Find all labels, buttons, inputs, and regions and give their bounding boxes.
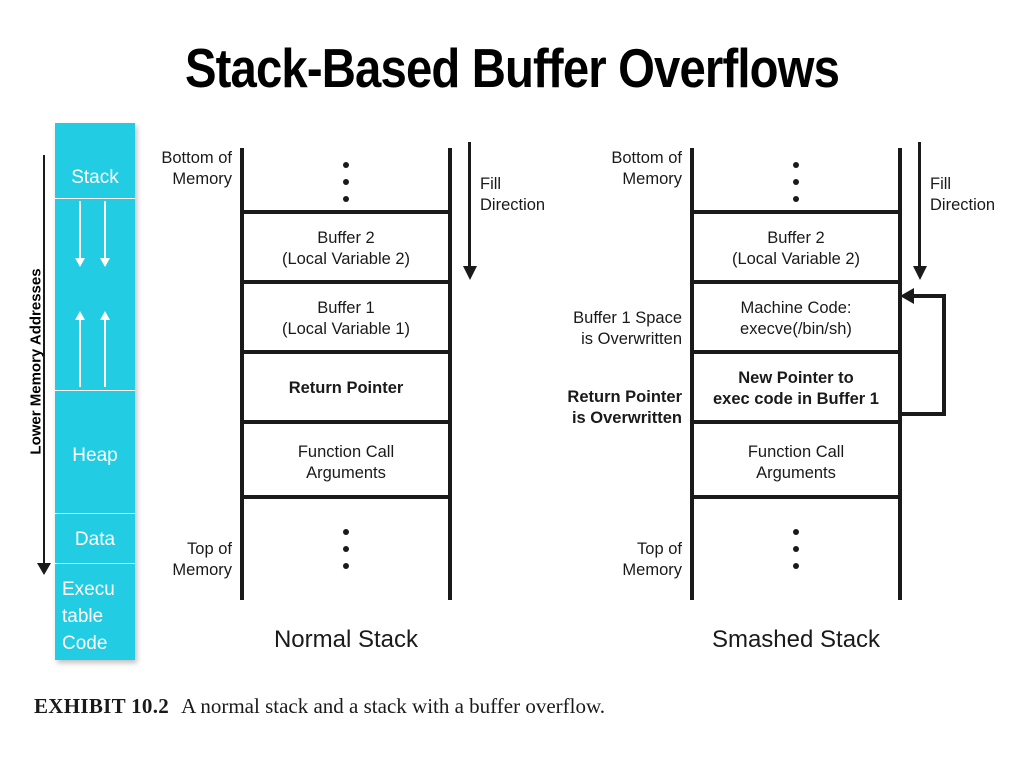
smashed-stack-caption: Smashed Stack [711,626,881,653]
buffer-overwritten-note: Buffer 1 Space is Overwritten [538,308,682,350]
memory-segment-executable-code: Execu table Code [55,563,135,660]
label-line2: Direction [930,196,996,214]
axis-line [43,155,45,567]
row-label-line2: Arguments [756,464,836,482]
memory-segment-label: Data [74,529,116,550]
label-line2: Memory [622,561,682,579]
row-label-line2: execve(/bin/sh) [740,320,852,338]
label-line1: Fill [930,175,952,193]
memory-segment-growth-arrows [55,198,135,390]
label-line2: is Overwritten [571,409,682,427]
label-line1: Return Pointer [567,388,682,406]
fill-direction-label: Fill Direction [930,174,995,216]
row-label-line1: Function Call [297,443,395,461]
label-line1: Bottom of [611,149,682,167]
label-line1: Top of [637,540,682,558]
row-label-line2: (Local Variable 2) [281,250,411,268]
label-line1: Top of [187,540,232,558]
stack-row-buffer-2: Buffer 2 (Local Variable 2) [690,210,902,280]
vertical-ellipsis-icon [240,529,452,580]
memory-segment-label-line3: Code [62,633,108,654]
row-label-line1: Buffer 2 [767,229,825,247]
memory-layout-bar: Stack Heap Data Execu table Code [55,123,135,660]
normal-stack-caption: Normal Stack [273,626,419,653]
row-label-line2: Arguments [306,464,386,482]
memory-segment-data: Data [55,513,135,563]
arrow-head-icon [913,266,927,280]
hook-segment-top [912,294,946,298]
stack-row-return-pointer: Return Pointer [240,350,452,420]
page-title: Stack-Based Buffer Overflows [184,37,840,99]
stack-row-buffer-1: Buffer 1 (Local Variable 1) [240,280,452,350]
fill-direction-arrow-icon [918,142,921,270]
row-label-line1: Buffer 2 [317,229,375,247]
hook-segment-right [942,294,946,416]
arrow-head-icon [463,266,477,280]
stack-row-function-call-arguments: Function Call Arguments [690,420,902,499]
label-line2: Memory [172,561,232,579]
exhibit-caption: EXHIBIT 10.2 A normal stack and a stack w… [34,694,605,719]
memory-segment-stack: Stack [55,123,135,198]
row-label-line1: Buffer 1 [317,299,375,317]
memory-segment-label: Stack [71,167,119,188]
row-label-line2: (Local Variable 1) [281,320,411,338]
row-label-line1: Return Pointer [288,379,404,397]
stack-row-new-pointer: New Pointer to exec code in Buffer 1 [690,350,902,420]
heap-grow-up-arrow-icon [100,311,110,387]
label-line2: Memory [172,170,232,188]
row-label-line2: (Local Variable 2) [731,250,861,268]
vertical-ellipsis-icon [690,529,902,580]
lower-memory-addresses-label: Lower Memory Addresses [27,268,45,455]
bottom-of-memory-label: Bottom of Memory [142,148,232,190]
memory-segment-label: Heap [72,445,118,466]
vertical-ellipsis-icon [240,162,452,213]
exhibit-number: EXHIBIT 10.2 [34,694,170,718]
fill-direction-label: Fill Direction [480,174,545,216]
label-line2: Memory [622,170,682,188]
row-label-line1: Function Call [747,443,845,461]
down-arrow-icon [37,563,51,575]
memory-segment-heap: Heap [55,390,135,513]
exhibit-text: A normal stack and a stack with a buffer… [181,694,606,718]
label-line1: Bottom of [161,149,232,167]
label-line2: is Overwritten [581,330,682,348]
stack-row-machine-code: Machine Code: execve(/bin/sh) [690,280,902,350]
label-line1: Fill [480,175,502,193]
memory-segment-label-line2: table [62,606,104,627]
bottom-of-memory-label: Bottom of Memory [538,148,682,190]
row-label-line1: New Pointer to [738,369,854,387]
hook-segment-bottom [902,412,946,416]
row-label-line1: Machine Code: [740,299,852,317]
label-line2: Direction [480,196,546,214]
memory-segment-label-line1: Execu [62,579,115,600]
hook-arrow-head-icon [900,288,914,304]
heap-grow-up-arrow-icon [75,311,85,387]
normal-stack-box [240,148,452,600]
fill-direction-arrow-icon [468,142,471,270]
label-line1: Buffer 1 Space [573,309,682,327]
lower-memory-addresses-axis: Lower Memory Addresses [22,155,51,575]
vertical-ellipsis-icon [690,162,902,213]
stack-grow-down-arrow-icon [100,201,110,267]
return-pointer-overwritten-note: Return Pointer is Overwritten [534,387,682,429]
top-of-memory-label: Top of Memory [538,539,682,581]
stack-row-buffer-2: Buffer 2 (Local Variable 2) [240,210,452,280]
stack-row-function-call-arguments: Function Call Arguments [240,420,452,499]
smashed-stack-box [690,148,902,600]
stack-grow-down-arrow-icon [75,201,85,267]
top-of-memory-label: Top of Memory [142,539,232,581]
row-label-line2: exec code in Buffer 1 [713,390,879,408]
